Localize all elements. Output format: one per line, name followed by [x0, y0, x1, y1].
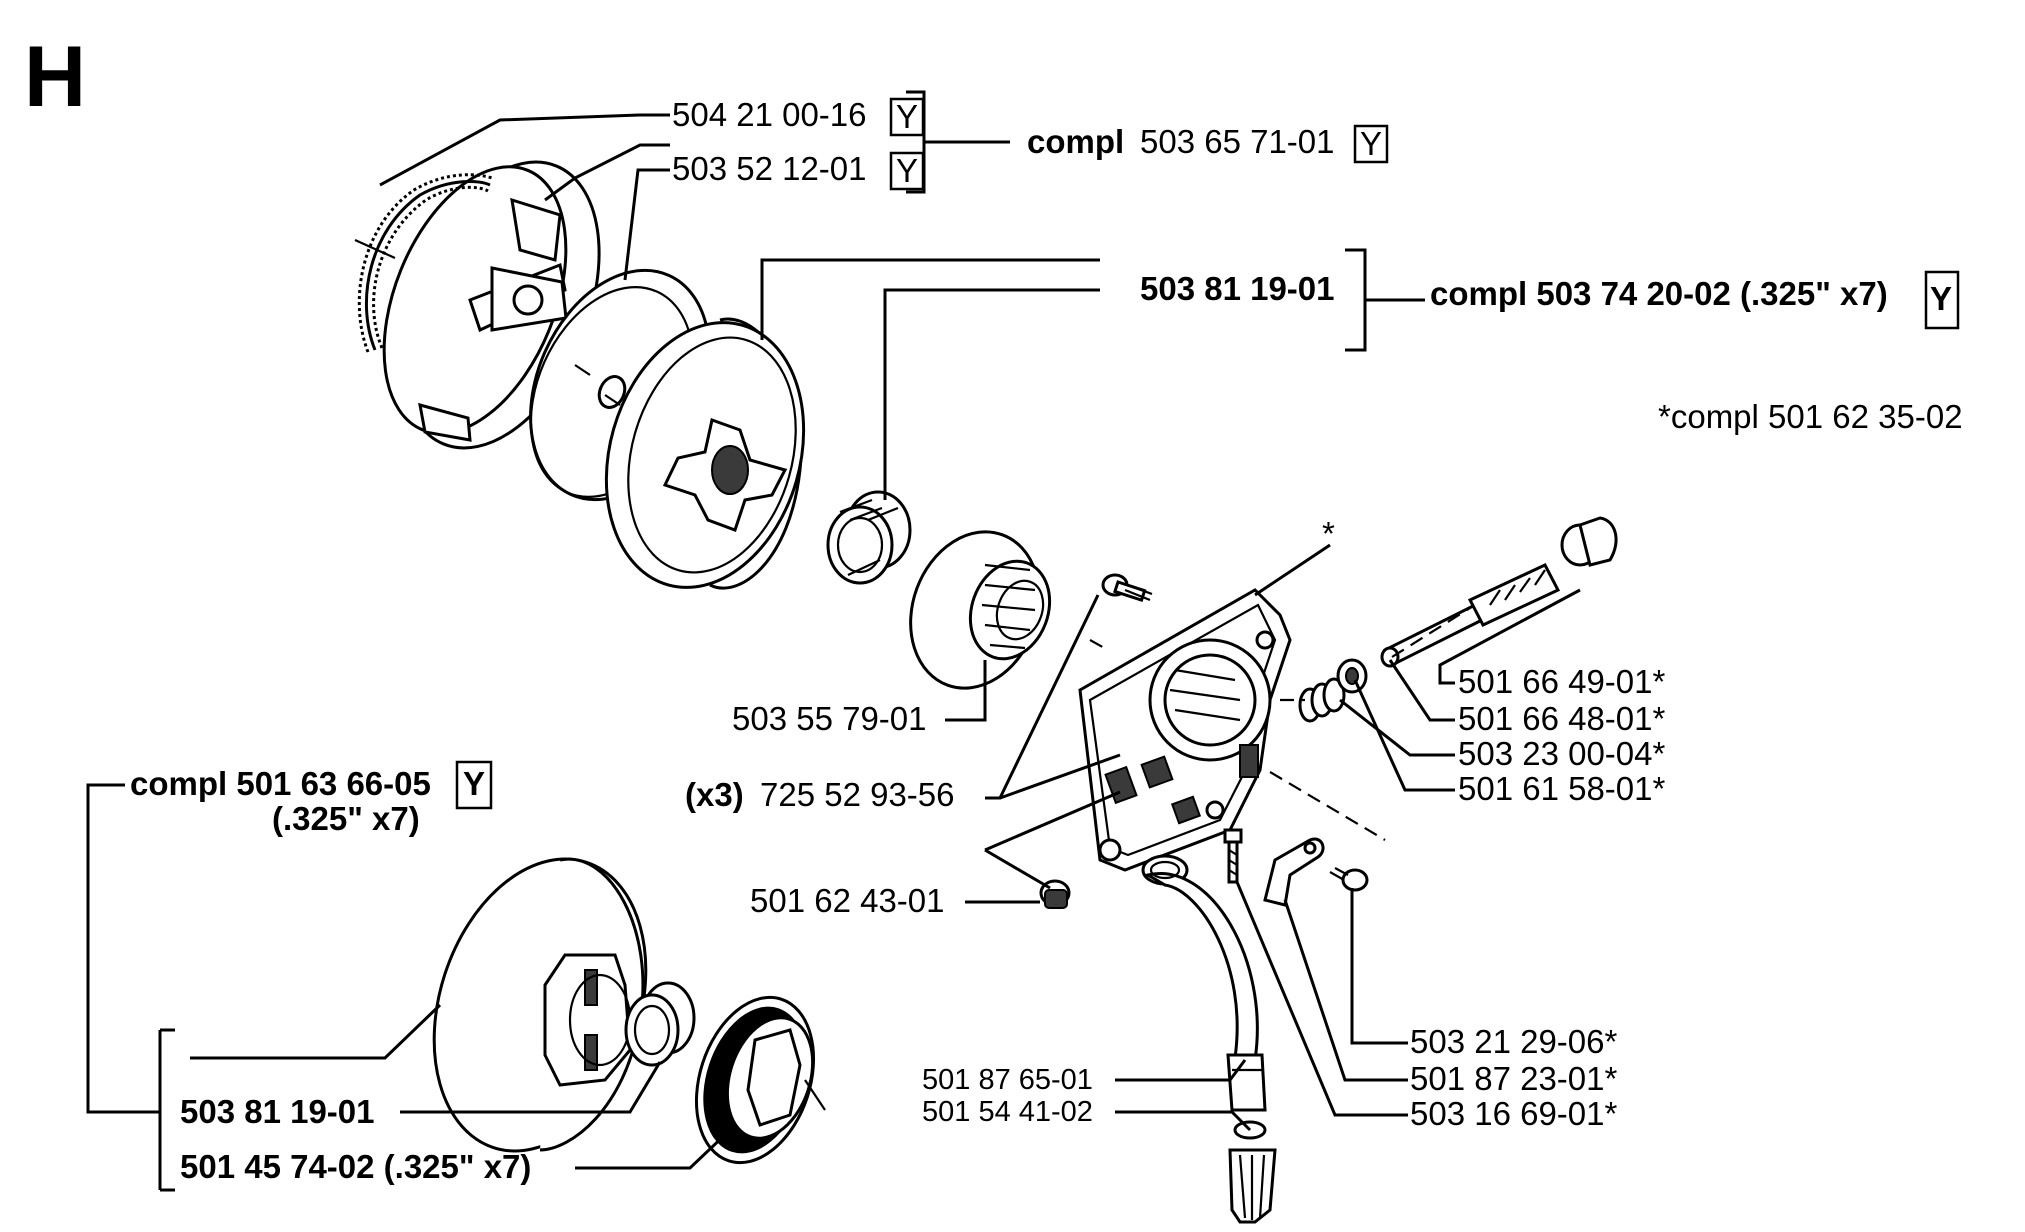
hose-clip [1263, 837, 1325, 907]
part-label-pump-washer: 501 61 58-01* [1458, 770, 1666, 807]
part-label-worm-shaft: 501 66 48-01* [1458, 700, 1666, 737]
clutch-drum [604, 317, 806, 590]
part-label-adjust-screw: 503 21 29-06* [1410, 1023, 1618, 1060]
part-label-clutch-spring: 504 21 00-16 [672, 96, 867, 133]
y-marker: Y [896, 152, 918, 189]
flange-washer [909, 530, 1052, 690]
pump-screw [1223, 828, 1243, 884]
pump-spring [1298, 677, 1346, 723]
oil-hose [1141, 854, 1267, 1112]
compl-label: compl [1027, 123, 1124, 160]
alt-needle-bearing [624, 981, 696, 1067]
part-label-oil-hose: 501 87 65-01 [922, 1064, 1093, 1096]
clutch-shoe-assembly [382, 160, 601, 450]
worm-shaft [1380, 563, 1561, 668]
part-label-pump-spring: 503 23 00-04* [1458, 735, 1666, 772]
worm-sleeve [1560, 516, 1618, 567]
part-label-alt-rim: 501 45 74-02 (.325" x7) [180, 1148, 531, 1185]
part-label-screws: 725 52 93-56 [760, 776, 955, 813]
part-label-nut: 501 62 43-01 [750, 882, 945, 919]
part-label-bearing: 503 81 19-01 [1140, 270, 1335, 307]
star-marker: * [1322, 515, 1335, 552]
part-label-flange-washer: 503 55 79-01 [732, 700, 927, 737]
pump-washer [1336, 658, 1368, 694]
part-label-screws-qty: (x3) [685, 776, 744, 813]
compl-number: 503 65 71-01 [1140, 123, 1335, 160]
y-marker: Y [1360, 125, 1382, 162]
part-label-clutch-washer: 503 52 12-01 [672, 150, 867, 187]
housing-screw [1101, 573, 1153, 603]
part-label-alt-compl: compl 501 63 66-05 [130, 765, 431, 802]
clutch-spring [357, 173, 493, 353]
part-label-alt-spec: (.325" x7) [272, 800, 420, 837]
oil-pump-housing [1078, 588, 1292, 872]
rim-sprocket [694, 995, 816, 1165]
y-marker: Y [1930, 280, 1952, 317]
part-label-alt-bearing: 503 81 19-01 [180, 1093, 375, 1130]
part-label-pump-pin: 503 16 69-01* [1410, 1095, 1618, 1132]
y-marker: Y [463, 765, 485, 802]
part-label-drum-compl: compl 503 74 20-02 (.325" x7) [1430, 275, 1888, 312]
part-label-hose-clip: 501 87 23-01* [1410, 1060, 1618, 1097]
star-note: *compl 501 62 35-02 [1658, 398, 1963, 435]
section-letter: H [24, 29, 86, 125]
part-label-oil-filter: 501 54 41-02 [922, 1096, 1093, 1128]
alt-clutch-drum [432, 857, 648, 1153]
oil-filter [1228, 1120, 1277, 1224]
y-marker: Y [896, 98, 918, 135]
part-label-worm-sleeve: 501 66 49-01* [1458, 663, 1666, 700]
adjust-screw [1329, 867, 1369, 892]
needle-bearing [826, 490, 912, 585]
